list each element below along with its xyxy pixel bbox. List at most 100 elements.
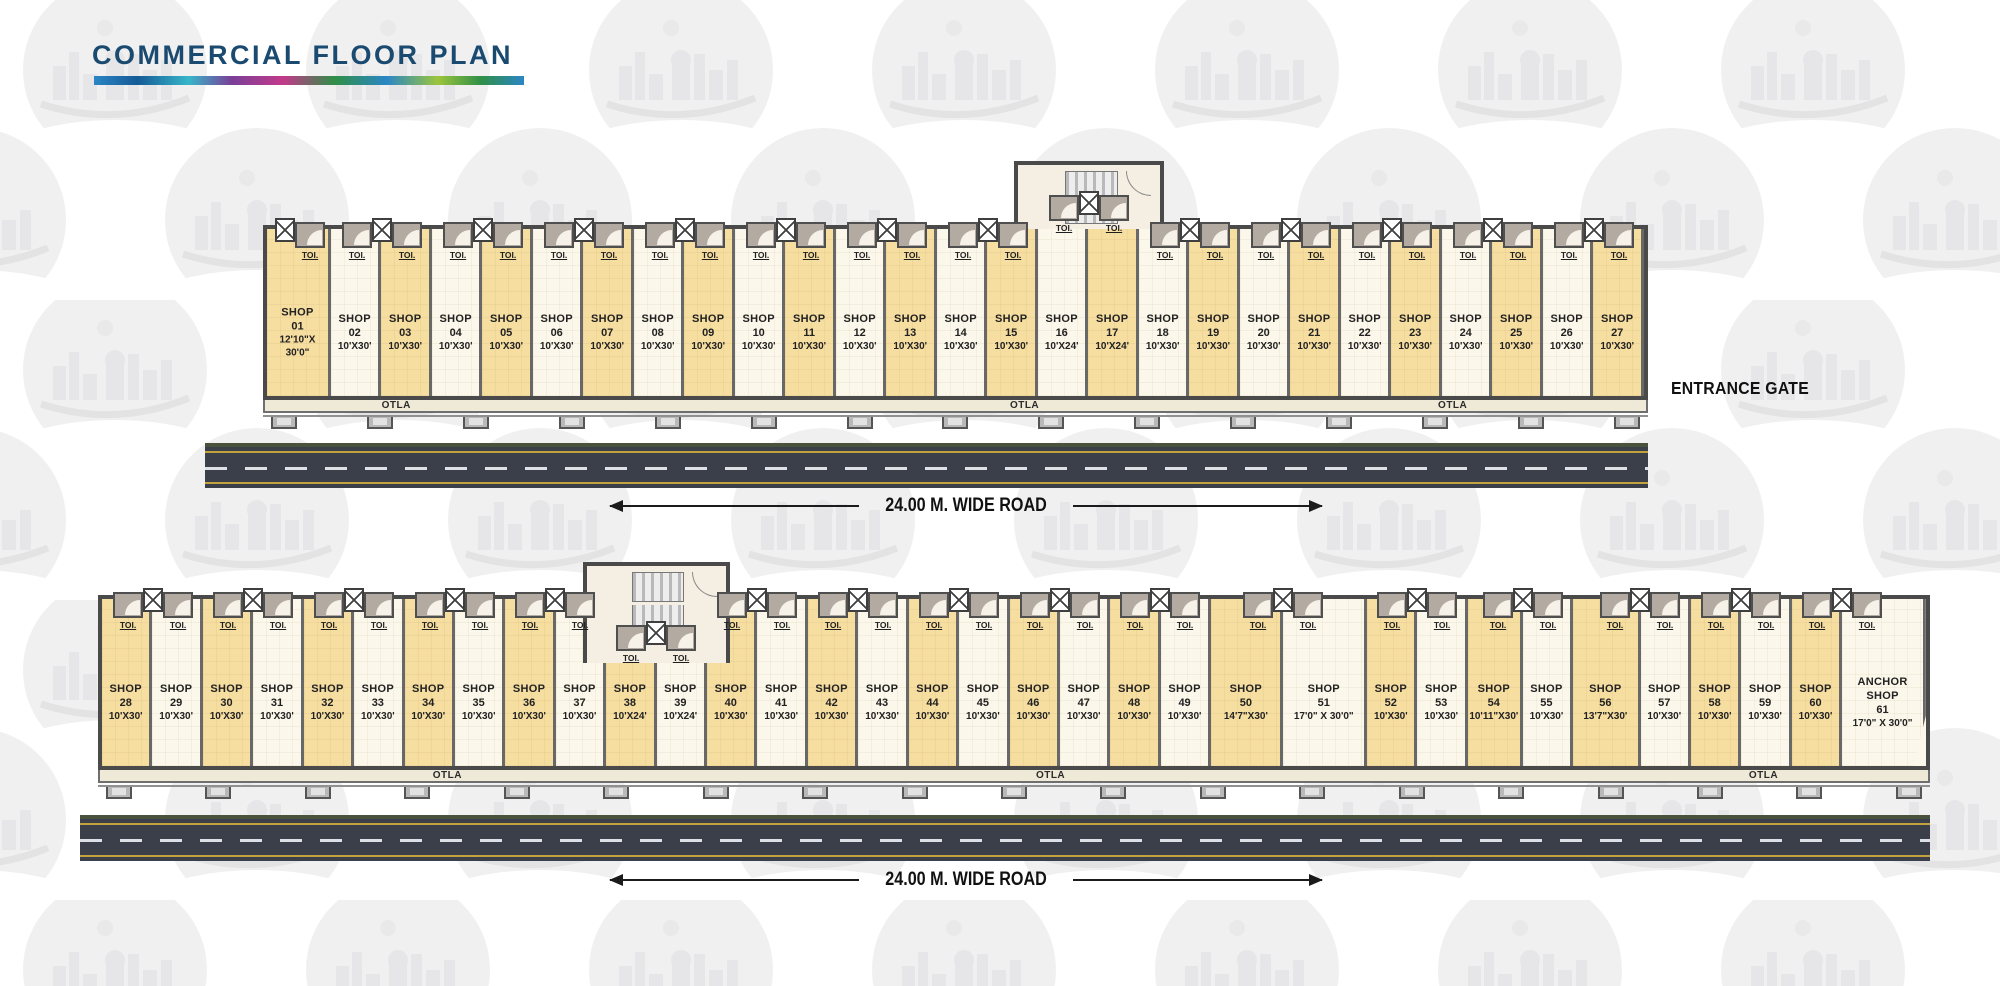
shop-unit-24: SHOP 24 10'X30' (1441, 229, 1493, 396)
entry-step (1134, 417, 1161, 429)
shop-number: 31 (270, 697, 284, 710)
shop-dimensions: 10'X30' (310, 711, 345, 723)
shop-unit-51: SHOP 51 17'0" X 30'0" (1283, 599, 1368, 766)
toilet-room: TOI. (515, 592, 545, 630)
shop-word: SHOP (966, 682, 1000, 695)
shop-dimensions: 10'X30' (1748, 711, 1782, 723)
shop-dimensions: 10'X30' (1145, 341, 1180, 353)
shop-dimensions: 10'X30' (691, 341, 726, 353)
entry-step (802, 787, 829, 799)
shop-unit-45: SHOP 45 10'X30' (959, 599, 1010, 766)
toilet-room: TOI. (314, 592, 344, 630)
otla-label: OTLA (381, 400, 411, 411)
toilet-room: TOI. (1604, 222, 1634, 260)
building-strip-top: SHOP 01 12'10"X 30'0" SHOP 02 10'X30' SH… (263, 161, 1648, 433)
shop-label: SHOP 11 10'X30' (785, 312, 833, 354)
shop-word: SHOP (1399, 312, 1432, 325)
entry-step (1597, 787, 1624, 799)
shop-unit-61: ANCHOR SHOP 61 17'0" X 30'0" (1842, 599, 1926, 766)
toilet-label: TOI. (1299, 620, 1317, 630)
shop-word: SHOP (944, 312, 977, 325)
shop-word: SHOP (664, 682, 697, 695)
shop-unit-07: SHOP 07 10'X30' (583, 229, 634, 396)
shop-dimensions: 10'X30' (411, 711, 446, 723)
shop-unit-06: SHOP 06 10'X30' (532, 229, 584, 396)
shop-label: SHOP 16 10'X24' (1038, 312, 1086, 354)
shop-word: SHOP (1117, 682, 1151, 695)
shop-dimensions: 10'X30' (1347, 341, 1382, 353)
toilet-room: TOI. (1352, 222, 1382, 260)
shop-unit-30: SHOP 30 10'X30' (202, 599, 254, 766)
shop-label: SHOP 09 10'X30' (684, 312, 732, 354)
entry-step (271, 417, 297, 429)
shop-label: SHOP 12 10'X30' (836, 312, 884, 354)
shop-word: SHOP (1096, 312, 1129, 325)
shop-number: 09 (702, 327, 715, 340)
shaft-icon (1281, 218, 1301, 242)
shop-label: SHOP 57 10'X30' (1641, 682, 1688, 724)
shop-dimensions: 10'X30' (943, 341, 978, 353)
toilet-unit: TOI. TOI. (717, 588, 797, 630)
stair-treads-icon (632, 572, 685, 629)
shaft-icon (445, 588, 465, 612)
shop-dimensions: 10'X30' (1697, 711, 1732, 723)
shop-word: SHOP (1247, 312, 1280, 325)
shop-number: 29 (170, 697, 183, 710)
road-center-dashes (80, 839, 1930, 842)
toilet-label: TOI. (370, 620, 388, 630)
shop-unit-28: SHOP 28 10'X30' (102, 599, 153, 766)
entry-step (750, 417, 777, 429)
entry-step (304, 787, 331, 799)
toilet-room: TOI. (847, 222, 877, 260)
toilet-label: TOI. (119, 620, 137, 630)
shop-number: 05 (500, 327, 513, 340)
shop-unit-31: SHOP 31 10'X30' (253, 599, 304, 766)
toilet-unit: TOI. TOI. (1802, 588, 1882, 630)
shop-word: SHOP (540, 312, 573, 325)
shop-label: SHOP 18 10'X30' (1139, 312, 1187, 354)
toilet-room: TOI. (1852, 592, 1882, 630)
toilet-label: TOI. (1206, 250, 1224, 260)
shop-number: 35 (472, 697, 485, 710)
shop-number: 32 (321, 697, 334, 710)
shaft-icon (344, 588, 364, 612)
toilet-room: TOI. (1150, 222, 1180, 260)
shop-number: 08 (651, 327, 664, 340)
shop-unit-55: SHOP 55 10'X30' (1522, 599, 1574, 766)
otla-label: OTLA (1438, 400, 1468, 411)
toilet-unit: TOI. TOI. (1020, 588, 1100, 630)
toilet-label: TOI. (1257, 250, 1275, 260)
shaft-icon (275, 218, 295, 242)
shop-number: 14 (954, 327, 967, 340)
shop-unit-11: SHOP 11 10'X30' (785, 229, 836, 396)
shop-dimensions: 10'X30' (1549, 341, 1584, 353)
shop-unit-22: SHOP 22 10'X30' (1340, 229, 1392, 396)
toilet-room: TOI. (666, 625, 696, 663)
shop-unit-09: SHOP 09 10'X30' (684, 229, 735, 396)
toilet-unit: TOI. TOI. (1243, 588, 1323, 630)
toilet-room: TOI. (1751, 592, 1781, 630)
shop-label: SHOP 36 10'X30' (505, 682, 552, 724)
shop-dimensions: 10'X30' (994, 341, 1029, 353)
shop-unit-25: SHOP 25 10'X30' (1492, 229, 1543, 396)
shop-word: SHOP (1168, 682, 1201, 695)
shop-word: SHOP (159, 682, 193, 695)
toilet-unit: TOI. TOI. (443, 218, 523, 260)
shop-word: SHOP (512, 682, 546, 695)
entry-step (1796, 787, 1823, 799)
toilet-label: TOI. (1539, 620, 1557, 630)
entry-step (942, 417, 969, 429)
shaft-icon (1731, 588, 1751, 612)
shop-dimensions: 10'X30' (1647, 711, 1682, 723)
entry-step (1422, 417, 1449, 429)
toilet-room: TOI. (364, 592, 394, 630)
shop-word: SHOP (894, 312, 927, 325)
shop-dimensions: 10'X30' (814, 711, 849, 723)
toilet-unit: TOI. TOI. (1377, 588, 1457, 630)
entry-step (503, 787, 530, 799)
toilet-room: TOI. (1650, 592, 1680, 630)
shop-label: ANCHOR SHOP 61 17'0" X 30'0" (1842, 675, 1923, 731)
shop-number: 27 (1611, 327, 1624, 340)
shop-word: SHOP (260, 682, 294, 695)
toilet-room: TOI. (1070, 592, 1100, 630)
